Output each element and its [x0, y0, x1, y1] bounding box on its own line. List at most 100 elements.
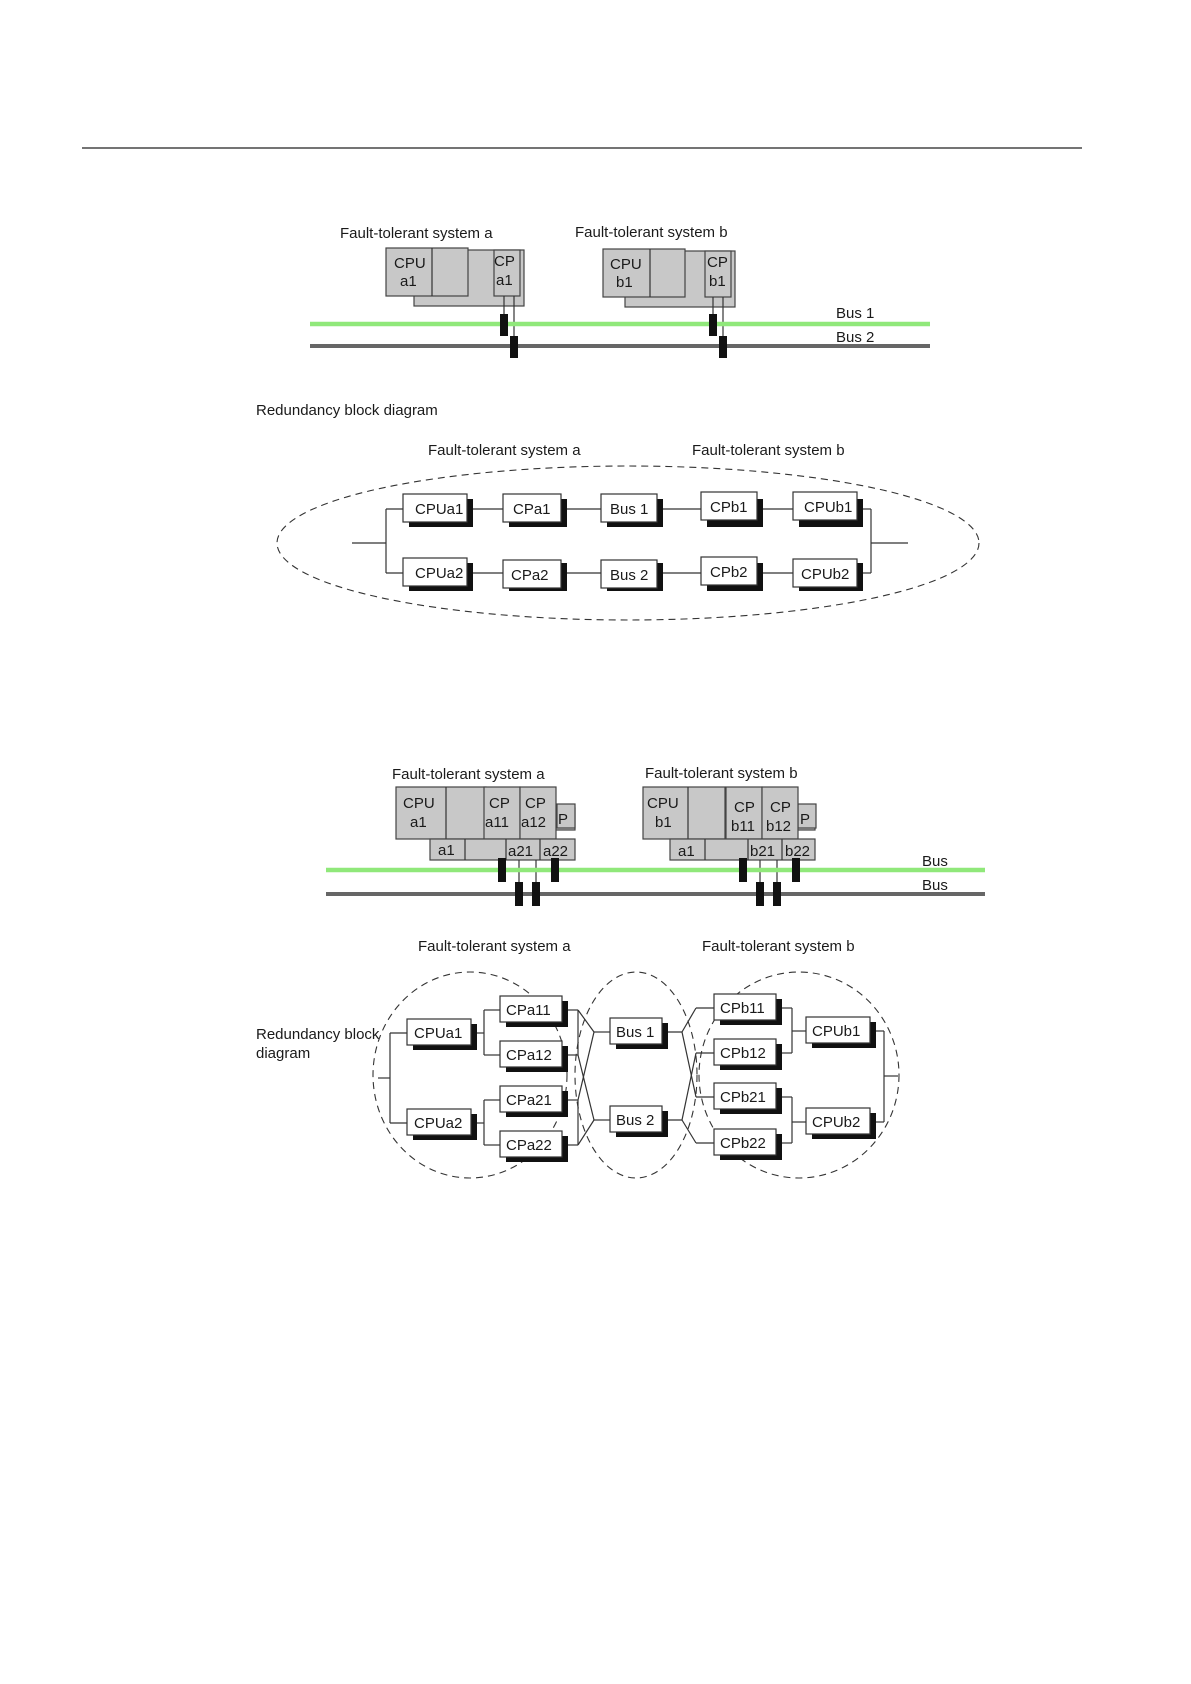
fig2-block-cpub1 — [805, 1016, 871, 1044]
fig1-cp-b1-module — [704, 250, 732, 298]
fig1-cpu-a-line2: a1 — [400, 273, 417, 290]
fig2-rbd-ellipse-b — [698, 971, 900, 1179]
fig2-block-cpb21-label: CPb21 — [720, 1089, 766, 1106]
figure2-rbd: Fault-tolerant system a Fault-tolerant s… — [256, 938, 900, 1179]
fig1-block-cpua1-label: CPUa1 — [415, 501, 463, 518]
fig2-rbd-ellipse-bus — [574, 971, 698, 1179]
fig1-block-cpa2 — [502, 559, 562, 589]
fig1-plug-a2 — [510, 336, 518, 358]
figure1-rbd: Redundancy block diagram Fault-tolerant … — [256, 402, 980, 621]
fig1-block-cpa1 — [502, 493, 562, 523]
fig2-block-cpa21-label: CPa21 — [506, 1092, 552, 1109]
fig2-cp-a11-module — [483, 786, 521, 840]
fig2-block-cpua1 — [406, 1018, 472, 1046]
fig2-plug-a2 — [515, 882, 523, 906]
fig1-bus2-label: Bus 2 — [836, 329, 874, 346]
fig1-block-cpua2 — [402, 557, 468, 587]
fig2-cp-b11-module — [725, 786, 763, 840]
fig1-block-bus2 — [600, 559, 658, 589]
fig1-block-cpb1 — [700, 491, 758, 521]
fig2-cp-a12-line1: CP — [525, 795, 546, 812]
figure2-hardware: Fault-tolerant system a Fault-tolerant s… — [326, 765, 985, 906]
fig2-cpu-a-module — [395, 786, 487, 840]
fig2-rack-b-slot3: b22 — [785, 843, 810, 860]
fig1-block-cpub2-label: CPUb2 — [801, 566, 849, 583]
fig2-rbd-title-line1: Redundancy block — [256, 1026, 380, 1043]
fig1-block-cpb1-label: CPb1 — [710, 499, 748, 516]
fig2-plug-a1 — [498, 858, 506, 882]
fig2-rbd-ellipse-a — [372, 971, 568, 1179]
figure1-hardware: Fault-tolerant system a Fault-tolerant s… — [310, 224, 930, 358]
fig1-block-cpub2 — [792, 558, 858, 588]
fig2-cpu-b-line2: b1 — [655, 814, 672, 831]
fig2-block-bus1-label: Bus 1 — [616, 1024, 654, 1041]
fig1-plug-b1 — [709, 314, 717, 336]
fig1-rack-a — [385, 247, 469, 297]
fig2-cpu-b-line1: CPU — [647, 795, 679, 812]
fig2-block-cpua2-label: CPUa2 — [414, 1115, 462, 1132]
fig2-bus2-label: Bus — [922, 877, 948, 894]
fig1-system-b-label: Fault-tolerant system b — [575, 224, 728, 241]
fig2-rbd-system-a-label: Fault-tolerant system a — [418, 938, 571, 955]
fig2-cp-a12-line2: a12 — [521, 814, 546, 831]
fig1-rbd-title: Redundancy block diagram — [256, 402, 438, 419]
fig2-plug-b1 — [739, 858, 747, 882]
fig2-cp-b11-line2: b11 — [731, 818, 755, 835]
fig2-cp-a-back — [556, 803, 576, 829]
fig1-rack-b — [602, 248, 686, 298]
fig1-plug-b2 — [719, 336, 727, 358]
fig2-block-cpub2-label: CPUb2 — [812, 1114, 860, 1131]
fig1-cp-a-line2: a1 — [496, 272, 513, 289]
fig2-block-cpa12-label: CPa12 — [506, 1047, 552, 1064]
fig2-block-cpa21 — [499, 1085, 563, 1113]
fig2-plug-a4 — [551, 858, 559, 882]
fig2-block-cpb12 — [713, 1038, 777, 1066]
fig1-block-cpub1-label: CPUb1 — [804, 499, 852, 516]
fig2-rack-a-slot2: a21 — [508, 843, 533, 860]
fig2-block-cpub2 — [805, 1107, 871, 1135]
fig2-cp-a11-line1: CP — [489, 795, 510, 812]
fig2-cp-b-back-label: P — [800, 811, 810, 828]
fig2-plug-b3 — [773, 882, 781, 906]
fig2-rack-b-slot1: a1 — [678, 843, 695, 860]
fig1-block-cpub1 — [792, 491, 858, 521]
fig2-cpu-a-line1: CPU — [403, 795, 435, 812]
fig1-block-bus1-label: Bus 1 — [610, 501, 648, 518]
fig2-block-cpa22-label: CPa22 — [506, 1137, 552, 1154]
fig1-block-cpua2-label: CPUa2 — [415, 565, 463, 582]
fig1-block-cpb2 — [700, 556, 758, 586]
fig2-cp-a-back-label: P — [558, 811, 568, 828]
fig2-rbd-title-line2: diagram — [256, 1045, 310, 1062]
fig1-bus1-label: Bus 1 — [836, 305, 874, 322]
fig2-block-cpb22 — [713, 1128, 777, 1156]
fig1-rbd-system-a-label: Fault-tolerant system a — [428, 442, 581, 459]
fig2-block-bus2-label: Bus 2 — [616, 1112, 654, 1129]
fig2-block-cpb22-label: CPb22 — [720, 1135, 766, 1152]
fig1-cp-a1-module — [493, 249, 521, 297]
fig2-block-bus2 — [609, 1105, 663, 1133]
fig2-plug-a3 — [532, 882, 540, 906]
fig1-plug-a1 — [500, 314, 508, 336]
fig2-cp-a11-line2: a11 — [485, 814, 509, 831]
fig2-cp-b11-line1: CP — [734, 799, 755, 816]
fig1-block-cpb2-label: CPb2 — [710, 564, 748, 581]
fig1-system-a-label: Fault-tolerant system a — [340, 225, 493, 242]
fig1-block-cpua1 — [402, 493, 468, 523]
fig2-cp-b12-module — [761, 786, 799, 840]
fig2-cp-b12-line1: CP — [770, 799, 791, 816]
fig2-cpu-a-line2: a1 — [410, 814, 427, 831]
fig2-rack-a-slot3: a22 — [543, 843, 568, 860]
fig1-rbd-ellipse — [276, 465, 980, 621]
fig1-cp-a-line1: CP — [494, 253, 515, 270]
fig2-plug-b4 — [792, 858, 800, 882]
fig1-cpu-a-line1: CPU — [394, 255, 426, 272]
fig2-rack-a-slot1: a1 — [438, 842, 455, 859]
fig2-block-cpb21 — [713, 1082, 777, 1110]
fig2-block-cpua2 — [406, 1108, 472, 1136]
fig2-block-cpa22 — [499, 1130, 563, 1158]
fig2-block-cpb11 — [713, 993, 777, 1021]
fig2-block-cpa11-label: CPa11 — [506, 1002, 551, 1019]
fig1-block-bus2-label: Bus 2 — [610, 567, 648, 584]
fig1-block-cpa1-label: CPa1 — [513, 501, 551, 518]
